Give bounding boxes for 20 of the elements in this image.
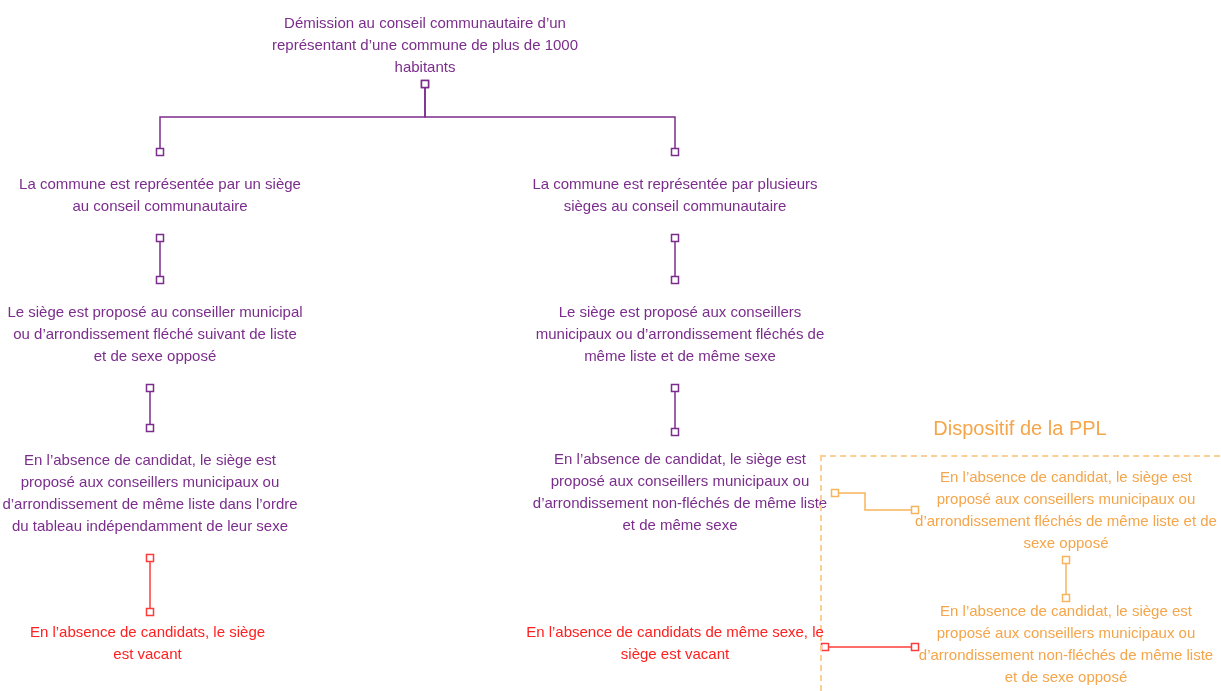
connector: [830, 488, 920, 515]
connector: [145, 383, 155, 433]
step-text: En l’absence de candidat, le siège est proposé aux conseillers municipaux ou d’arrondissement fléchés de même liste et de sexe opposé: [915, 460, 1217, 560]
connector: [670, 233, 680, 285]
connector: [820, 642, 920, 652]
step-text: En l’absence de candidats de même sexe, le siège est vacant: [525, 612, 825, 674]
connector: [420, 79, 680, 157]
step-text: Le siège est proposé au conseiller municipal ou d’arrondissement fléché suivant de liste et de sexe opposé: [5, 280, 305, 388]
step-text: La commune est représentée par un siège au conseil communautaire: [15, 152, 305, 238]
group-heading: Dispositif de la PPL: [932, 416, 1108, 441]
connector: [1061, 555, 1071, 603]
step-text: Le siège est proposé aux conseillers municipaux ou d’arrondissement fléchés de même liste et de même sexe: [520, 280, 840, 388]
step-text: Démission au conseil communautaire d’un représentant d’une commune de plus de 1000 habitants: [255, 6, 595, 84]
connector: [155, 233, 165, 285]
connector: [145, 553, 155, 617]
step-text: En l’absence de candidat, le siège est proposé aux conseillers municipaux ou d’arrondissement non-fléchés de même liste et de sexe opposé: [915, 598, 1217, 690]
step-text: En l’absence de candidats, le siège est vacant: [20, 612, 275, 674]
step-text: En l’absence de candidat, le siège est proposé aux conseillers municipaux ou d’arrondissement de même liste dans l’ordre du tableau indépendamment de leur sexe: [0, 428, 300, 558]
connector: [670, 383, 680, 437]
step-text: La commune est représentée par plusieurs sièges au conseil communautaire: [520, 152, 830, 238]
